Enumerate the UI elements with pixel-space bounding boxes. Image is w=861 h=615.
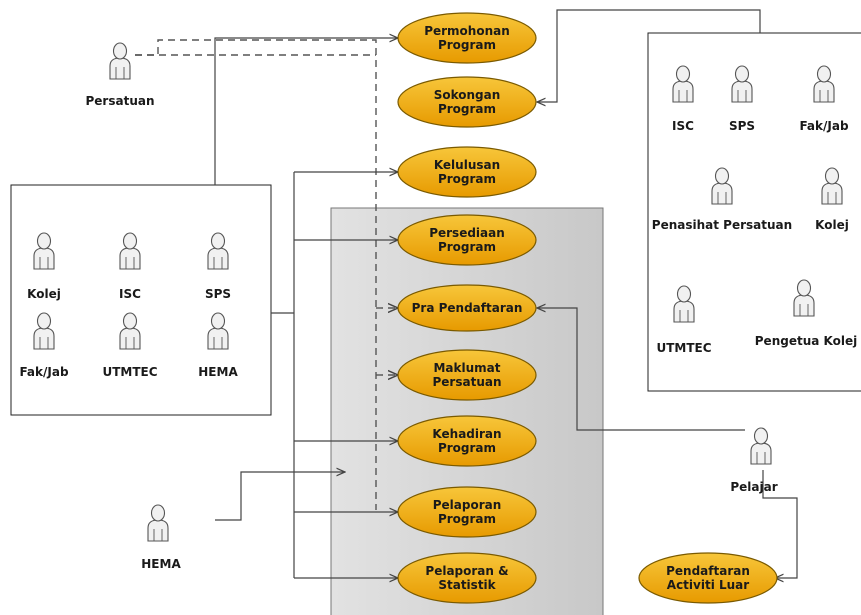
- usecase-label: Program: [438, 512, 496, 526]
- actor-label: Penasihat Persatuan: [652, 218, 792, 232]
- actor-right-isc[interactable]: ISC: [672, 65, 694, 133]
- usecase-label: Sokongan: [434, 88, 501, 102]
- actor-right-utmtec[interactable]: UTMTEC: [656, 285, 712, 355]
- actor-left-isc[interactable]: ISC: [119, 232, 141, 301]
- usecase-label: Program: [438, 38, 496, 52]
- left-actor-group: [10, 184, 272, 416]
- dashed-connectors: [135, 39, 398, 510]
- actor-label: Kolej: [27, 287, 61, 301]
- actor-left-utmtec[interactable]: UTMTEC: [102, 312, 158, 379]
- use-cases: PermohonanProgramSokonganProgramKelulusa…: [397, 12, 778, 604]
- actor-label: Pengetua Kolej: [755, 334, 857, 348]
- actor-pelajar[interactable]: Pelajar: [730, 427, 778, 494]
- usecase-label: Pendaftaran: [666, 564, 750, 578]
- actor-right-fak-jab[interactable]: Fak/Jab: [799, 65, 849, 133]
- actor-label: Fak/Jab: [799, 119, 849, 133]
- actor-persatuan[interactable]: Persatuan: [85, 42, 155, 108]
- usecase-ellipse: [397, 486, 537, 538]
- actor-label: SPS: [729, 119, 755, 133]
- actor-right-kolej[interactable]: Kolej: [815, 167, 849, 232]
- actor-label: ISC: [119, 287, 141, 301]
- actor-label: HEMA: [198, 365, 238, 379]
- actor-label: Fak/Jab: [19, 365, 69, 379]
- usecase-label: Persatuan: [432, 375, 501, 389]
- usecase-label: Program: [438, 441, 496, 455]
- usecase-ellipse: [397, 214, 537, 266]
- usecase-label: Kehadiran: [432, 427, 501, 441]
- actor-left-hema[interactable]: HEMA: [198, 312, 238, 379]
- actor-hema[interactable]: HEMA: [141, 504, 181, 571]
- actor-right-pengetua-kolej[interactable]: Pengetua Kolej: [755, 279, 857, 348]
- actor-label: Pelajar: [730, 480, 777, 494]
- actor-left-fak-jab[interactable]: Fak/Jab: [19, 312, 69, 379]
- usecase-ellipse: [397, 552, 537, 604]
- usecase-label: Program: [438, 102, 496, 116]
- usecase-label: Pra Pendaftaran: [412, 301, 523, 315]
- actor-label: Persatuan: [85, 94, 154, 108]
- usecase-ellipse: [397, 415, 537, 467]
- actor-right-sps[interactable]: SPS: [729, 65, 755, 133]
- usecase-ellipse: [397, 146, 537, 198]
- usecase-label: Activiti Luar: [667, 578, 750, 592]
- actor-left-kolej[interactable]: Kolej: [27, 232, 61, 301]
- usecase-label: Program: [438, 240, 496, 254]
- actor-label: HEMA: [141, 557, 181, 571]
- actor-label: ISC: [672, 119, 694, 133]
- actor-icon: [109, 42, 131, 80]
- actor-icon: [750, 427, 772, 465]
- usecase-label: Permohonan: [424, 24, 510, 38]
- usecase-label: Statistik: [438, 578, 496, 592]
- usecase-label: Pelaporan &: [425, 564, 508, 578]
- usecase-ellipse: [397, 12, 537, 64]
- usecase-ellipse: [397, 284, 537, 332]
- usecase-ellipse: [397, 349, 537, 401]
- usecase-label: Persediaan: [429, 226, 505, 240]
- usecase-label: Kelulusan: [434, 158, 500, 172]
- usecase-pra-pendaftaran[interactable]: Pra Pendaftaran: [397, 284, 537, 332]
- usecase-label: Pelaporan: [433, 498, 502, 512]
- actor-label: UTMTEC: [656, 341, 711, 355]
- actor-icon: [147, 504, 169, 542]
- actor-right-penasihat-persatuan[interactable]: Penasihat Persatuan: [652, 167, 792, 232]
- actor-label: Kolej: [815, 218, 849, 232]
- actor-label: SPS: [205, 287, 231, 301]
- solid-connectors: [214, 9, 798, 578]
- usecase-label: Maklumat: [433, 361, 500, 375]
- actor-left-sps[interactable]: SPS: [205, 232, 231, 301]
- usecase-label: Program: [438, 172, 496, 186]
- usecase-ellipse: [397, 76, 537, 128]
- usecase-pelaporan-and-statistik[interactable]: Pelaporan &Statistik: [397, 552, 537, 604]
- usecase-ellipse: [638, 552, 778, 604]
- actor-label: UTMTEC: [102, 365, 157, 379]
